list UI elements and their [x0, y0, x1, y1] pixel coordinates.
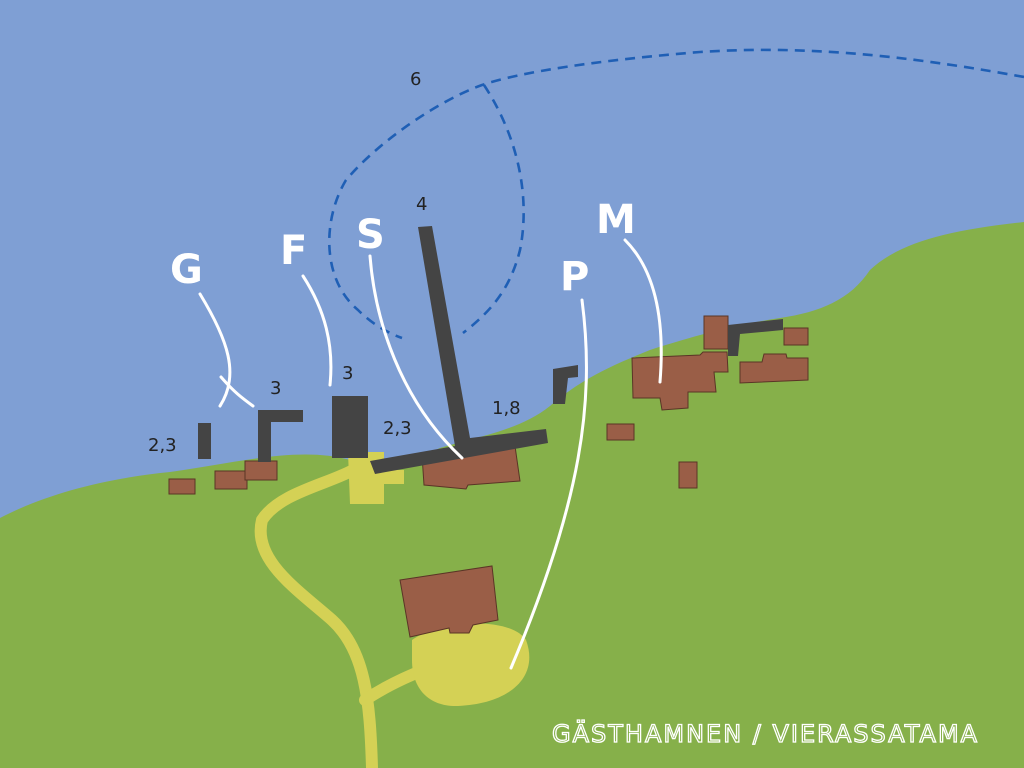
- depth-label-east-pier: 1,8: [492, 398, 521, 419]
- depth-label-f: 3: [342, 363, 353, 384]
- leader-g: [198, 292, 232, 408]
- route-outer: [327, 48, 1024, 340]
- pier-g-east: [258, 410, 303, 462]
- piers-group: [198, 226, 783, 474]
- approach-route: [327, 48, 1024, 340]
- pier-label-g: G: [170, 247, 203, 293]
- map-title: GÄSTHAMNEN / VIERASSATAMA: [552, 719, 979, 748]
- building-p: [399, 565, 499, 638]
- pier-g-west: [198, 423, 211, 459]
- route-inner: [462, 84, 525, 335]
- depth-label-g-east: 3: [270, 378, 281, 399]
- leader-g-branch: [219, 375, 255, 408]
- building: [244, 460, 278, 481]
- pier-label-m: M: [596, 197, 636, 243]
- depth-label-main-pier: 4: [416, 194, 427, 215]
- parking-area-north: [348, 452, 404, 504]
- building: [606, 423, 635, 441]
- leader-s: [368, 254, 464, 460]
- pier-label-f: F: [280, 228, 307, 274]
- building: [678, 461, 698, 489]
- road-main: [254, 462, 378, 768]
- building-m: [631, 351, 729, 411]
- building: [214, 470, 248, 490]
- building: [703, 315, 729, 350]
- pier-main: [370, 226, 548, 474]
- leader-lines: [198, 238, 663, 670]
- pier-f: [332, 396, 368, 458]
- depth-label-approach: 6: [410, 69, 421, 90]
- leader-f: [301, 274, 333, 387]
- pier-east: [553, 365, 578, 404]
- parking-area-south: [412, 623, 530, 707]
- pier-label-p: P: [560, 254, 589, 300]
- pier-label-s: S: [356, 212, 385, 258]
- buildings-group: [168, 315, 809, 638]
- building: [168, 478, 196, 495]
- building: [783, 327, 809, 346]
- leader-m: [623, 238, 663, 384]
- leader-p: [509, 298, 588, 670]
- pier-m: [728, 319, 783, 356]
- building: [739, 353, 809, 384]
- depth-label-g-west: 2,3: [148, 435, 177, 456]
- depth-label-s: 2,3: [383, 418, 412, 439]
